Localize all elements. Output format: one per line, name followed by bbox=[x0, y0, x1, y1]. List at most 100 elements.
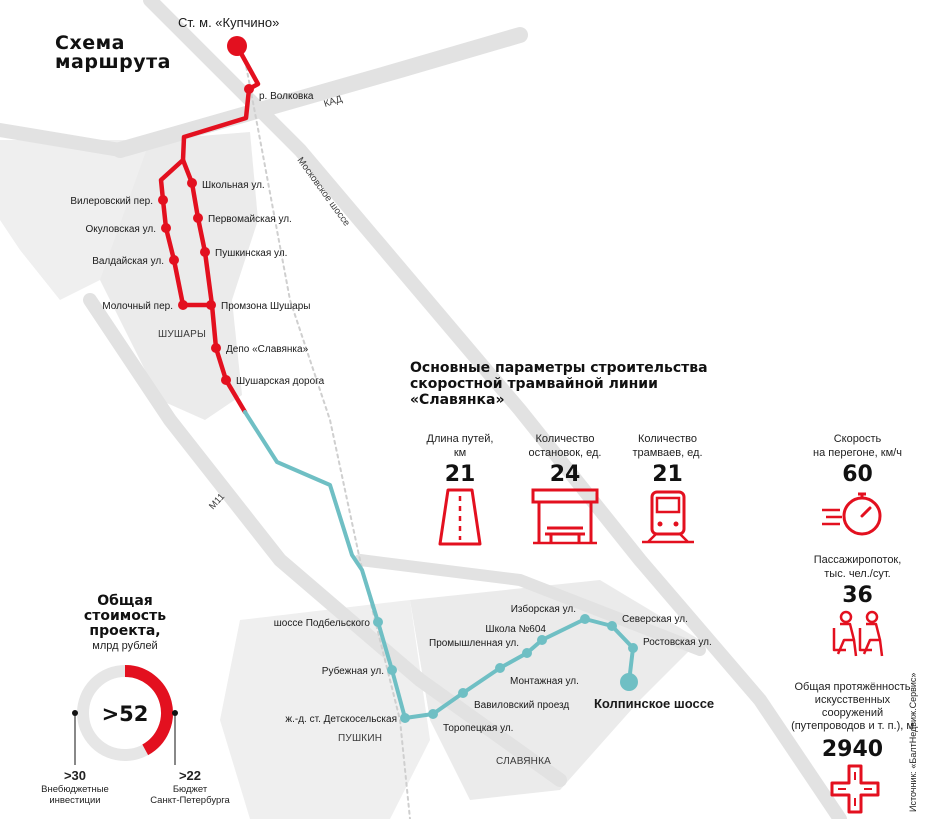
stop-severskaya-marker[interactable] bbox=[607, 621, 617, 631]
source-note: Источник: «БалтНедвиж.Сервис» bbox=[908, 672, 918, 812]
params-title: Основные параметры строительства скорост… bbox=[410, 360, 708, 408]
stop-label-shkolnaya: Школьная ул. bbox=[202, 180, 265, 191]
stop-volkovka-marker[interactable] bbox=[244, 84, 254, 94]
stop-shkola604-marker[interactable] bbox=[537, 635, 547, 645]
stop-podbelskogo-marker[interactable] bbox=[373, 617, 383, 627]
trams-count-label-line1: Количество bbox=[637, 433, 698, 445]
area-pushkin-block bbox=[220, 600, 430, 819]
area-label-slavyanka: СЛАВЯНКА bbox=[496, 756, 551, 767]
stop-label-severskaya: Северская ул. bbox=[622, 614, 688, 625]
stop-label-depo: Депо «Славянка» bbox=[226, 344, 309, 355]
speed-label: Скорость на перегоне, км/ч bbox=[795, 432, 920, 460]
stops-count-value: 24 bbox=[549, 462, 581, 487]
structures-label-line1: Общая протяжённость bbox=[794, 681, 911, 693]
city-budget-value: >22 bbox=[178, 768, 202, 783]
stop-rubezhnaya-marker[interactable] bbox=[387, 665, 397, 675]
stop-shusharskaya-marker[interactable] bbox=[221, 375, 231, 385]
stop-vilerovsky-marker[interactable] bbox=[158, 195, 168, 205]
cost-donut: >52 bbox=[77, 665, 173, 761]
cost-title-line3: проекта, bbox=[89, 623, 161, 639]
stop-label-vavilovsky: Вавиловский проезд bbox=[474, 700, 569, 711]
extra-funding: >30 Внебюджетные инвестиции bbox=[40, 768, 110, 806]
stop-label-shusharskaya: Шушарская дорога bbox=[236, 376, 325, 387]
stop-toropetskaya-marker[interactable] bbox=[428, 709, 438, 719]
stop-label-promzona: Промзона Шушары bbox=[221, 301, 310, 312]
stop-promyshlennaya-marker[interactable] bbox=[522, 648, 532, 658]
passengers-label-line2: тыс. чел./сут. bbox=[824, 568, 891, 580]
city-budget-label2: Санкт-Петербурга bbox=[150, 795, 230, 806]
map-background bbox=[0, 132, 700, 819]
stopwatch-icon bbox=[822, 492, 882, 536]
area-west-block bbox=[0, 140, 150, 300]
structures-label: Общая протяжённость искусственных сооруж… bbox=[780, 681, 925, 733]
stop-kupchino-marker[interactable] bbox=[227, 36, 247, 56]
cost-callouts bbox=[72, 710, 178, 765]
stop-valdayskaya-marker[interactable] bbox=[169, 255, 179, 265]
stop-label-podbelskogo: шоссе Подбельского bbox=[274, 617, 371, 629]
cost-title-line2: стоимость bbox=[83, 608, 167, 624]
structures-label-line3: сооружений bbox=[821, 707, 884, 719]
structures-label-line4: (путепроводов и т. п.), м bbox=[791, 720, 914, 732]
passengers-icon bbox=[832, 610, 884, 657]
city-budget: >22 Бюджет Санкт-Петербурга bbox=[140, 768, 240, 806]
terminal-south-label: Колпинское шоссе bbox=[594, 696, 714, 711]
speed-label-line2: на перегоне, км/ч bbox=[813, 447, 902, 459]
track-length-label-line1: Длина путей, bbox=[426, 433, 494, 445]
donut-budget-arc bbox=[124, 665, 173, 756]
area-label-pushkin: ПУШКИН bbox=[338, 733, 382, 744]
stop-pushkinskaya-marker[interactable] bbox=[200, 247, 210, 257]
road-m11 bbox=[83, 293, 567, 787]
params-title-line2: скоростной трамвайной линии bbox=[410, 376, 658, 392]
extra-funding-value: >30 bbox=[63, 768, 87, 783]
stop-detskoselskaya-marker[interactable] bbox=[400, 713, 410, 723]
stop-vavilovsky-marker[interactable] bbox=[458, 688, 468, 698]
stop-label-molochny: Молочный пер. bbox=[102, 301, 173, 312]
extra-funding-label2: инвестиции bbox=[49, 795, 101, 806]
speed-value: 60 bbox=[842, 462, 873, 487]
roads bbox=[0, 0, 847, 819]
route-east-branch bbox=[180, 157, 248, 415]
stop-rostovskaya-marker[interactable] bbox=[628, 643, 638, 653]
map-title: Схема маршрута bbox=[55, 34, 171, 72]
road-icon bbox=[438, 488, 482, 546]
track-length-value: 21 bbox=[444, 462, 476, 487]
stop-shkolnaya-marker[interactable] bbox=[187, 178, 197, 188]
cost-subtitle: млрд рублей bbox=[92, 640, 158, 652]
overpass-icon bbox=[830, 764, 880, 814]
trams-count-label: Количество трамваев, ед. bbox=[620, 432, 715, 460]
stop-label-pushkinskaya: Пушкинская ул. bbox=[215, 248, 287, 259]
area-label-shushary: ШУШАРЫ bbox=[158, 329, 206, 340]
stop-label-pervomayskaya: Первомайская ул. bbox=[208, 214, 292, 225]
cost-title-line1: Общая bbox=[97, 593, 153, 609]
road-kad bbox=[112, 27, 528, 158]
stop-promzona-marker[interactable] bbox=[206, 300, 216, 310]
stop-label-okulovskaya: Окуловская ул. bbox=[86, 224, 157, 235]
stop-okulovskaya-marker[interactable] bbox=[161, 223, 171, 233]
city-budget-label1: Бюджет bbox=[172, 784, 208, 795]
road-kad-west bbox=[0, 123, 127, 157]
map-title-line1: Схема bbox=[55, 32, 125, 54]
rail-line bbox=[244, 59, 411, 819]
stop-label-valdayskaya: Валдайская ул. bbox=[92, 256, 164, 267]
stop-label-promyshlennaya: Промышленная ул. bbox=[429, 638, 519, 649]
passengers-label-line1: Пассажиропоток, bbox=[813, 554, 902, 566]
extra-funding-label1: Внебюджетные bbox=[41, 784, 109, 795]
map-title-line2: маршрута bbox=[55, 51, 171, 73]
stop-molochny-marker[interactable] bbox=[178, 300, 188, 310]
stop-kolpinskoe-marker[interactable] bbox=[620, 673, 638, 691]
speed-label-line1: Скорость bbox=[833, 433, 882, 445]
params-title-line3: «Славянка» bbox=[410, 392, 505, 408]
stop-label-vilerovsky: Вилеровский пер. bbox=[70, 196, 153, 207]
cost-total: >52 bbox=[102, 702, 149, 726]
stop-label-rostovskaya: Ростовская ул. bbox=[643, 637, 712, 648]
stop-izborskaya-marker[interactable] bbox=[580, 614, 590, 624]
stop-depo-marker[interactable] bbox=[211, 343, 221, 353]
road-moskovskoe bbox=[143, 0, 847, 819]
stop-label-volkovka: р. Волковка bbox=[259, 91, 314, 102]
stop-montazhnaya-marker[interactable] bbox=[495, 663, 505, 673]
tram-stop-icon bbox=[531, 488, 599, 545]
tram-icon bbox=[642, 490, 694, 544]
stop-label-rubezhnaya: Рубежная ул. bbox=[322, 665, 384, 677]
stop-pervomayskaya-marker[interactable] bbox=[193, 213, 203, 223]
